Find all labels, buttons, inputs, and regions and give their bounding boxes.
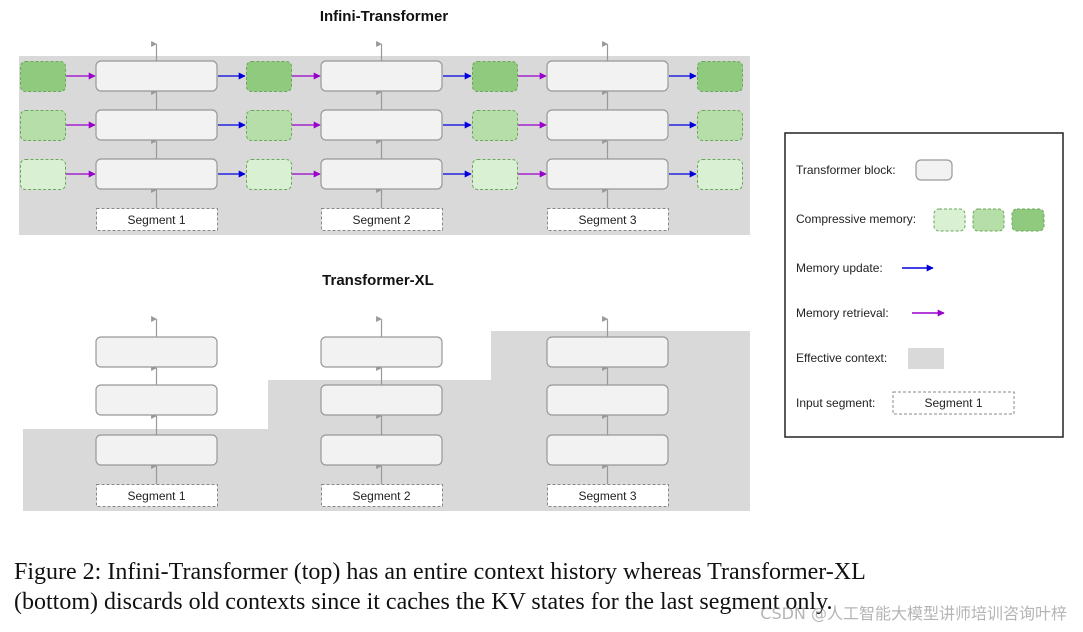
- legend-memory-retrieval-label: Memory retrieval:: [796, 306, 889, 320]
- transformer-block: [320, 434, 443, 466]
- compressive-memory-block: [472, 61, 518, 92]
- transformer-block: [546, 109, 669, 141]
- infini-transformer-diagram: Segment 1 Segment 2 Segment 3: [19, 41, 750, 235]
- input-segment-label: Segment 2: [352, 489, 410, 503]
- transformer-block: [546, 60, 669, 92]
- input-segment-box: [321, 484, 443, 507]
- input-segment-box: [96, 484, 218, 507]
- transformer-block: [95, 158, 218, 190]
- input-segment-label: Segment 3: [578, 213, 636, 227]
- legend-memory-update-label: Memory update:: [796, 261, 883, 275]
- transformer-block: [95, 434, 218, 466]
- transformer-xl-title: Transformer-XL: [322, 272, 434, 289]
- transformer-block: [320, 60, 443, 92]
- legend-compressive-memory-label: Compressive memory:: [796, 212, 916, 226]
- compressive-memory-block: [472, 110, 518, 141]
- legend-input-segment-label: Input segment:: [796, 396, 875, 410]
- compressive-memory-block: [697, 159, 743, 190]
- legend: Transformer block: Compressive memory: M…: [784, 132, 1064, 438]
- compressive-memory-block: [20, 61, 66, 92]
- input-segment-label: Segment 1: [127, 213, 185, 227]
- transformer-block: [95, 60, 218, 92]
- legend-memory-mid-swatch: [972, 208, 1005, 232]
- compressive-memory-block: [246, 61, 292, 92]
- input-segment-box: [547, 484, 669, 507]
- legend-effective-context-label: Effective context:: [796, 351, 887, 365]
- input-segment-box: [96, 208, 218, 231]
- transformer-block: [320, 336, 443, 368]
- input-segment-label: Segment 2: [352, 213, 410, 227]
- legend-memory-dark-swatch: [1011, 208, 1045, 232]
- figure-caption: Figure 2: Infini-Transformer (top) has a…: [14, 557, 1079, 617]
- compressive-memory-block: [20, 110, 66, 141]
- transformer-xl-diagram: Segment 1 Segment 2 Segment 3: [23, 316, 750, 511]
- transformer-block: [95, 336, 218, 368]
- transformer-block: [546, 158, 669, 190]
- transformer-block: [546, 336, 669, 368]
- caption-line-1: Figure 2: Infini-Transformer (top) has a…: [14, 559, 866, 585]
- legend-input-segment-swatch: [892, 391, 1015, 415]
- legend-input-segment-text: Segment 1: [924, 396, 982, 410]
- compressive-memory-block: [246, 159, 292, 190]
- input-segment-label: Segment 3: [578, 489, 636, 503]
- transformer-block: [95, 109, 218, 141]
- transformer-block: [546, 384, 669, 416]
- input-segment-box: [547, 208, 669, 231]
- legend-frame: [784, 132, 1064, 438]
- watermark: CSDN @人工智能大模型讲师培训咨询叶梓: [760, 604, 1067, 623]
- compressive-memory-block: [20, 159, 66, 190]
- caption-line-2: (bottom) discards old contexts since it …: [14, 589, 833, 615]
- legend-transformer-block-label: Transformer block:: [796, 163, 896, 177]
- transformer-block: [546, 434, 669, 466]
- compressive-memory-block: [697, 61, 743, 92]
- infini-transformer-title: Infini-Transformer: [320, 8, 449, 25]
- legend-effective-context-swatch: [908, 348, 944, 369]
- transformer-block: [320, 158, 443, 190]
- input-segment-label: Segment 1: [127, 489, 185, 503]
- transformer-block: [95, 384, 218, 416]
- legend-transformer-block-swatch: [915, 159, 953, 181]
- legend-memory-light-swatch: [933, 208, 966, 232]
- compressive-memory-block: [472, 159, 518, 190]
- compressive-memory-block: [246, 110, 292, 141]
- compressive-memory-block: [697, 110, 743, 141]
- input-segment-box: [321, 208, 443, 231]
- transformer-block: [320, 384, 443, 416]
- transformer-block: [320, 109, 443, 141]
